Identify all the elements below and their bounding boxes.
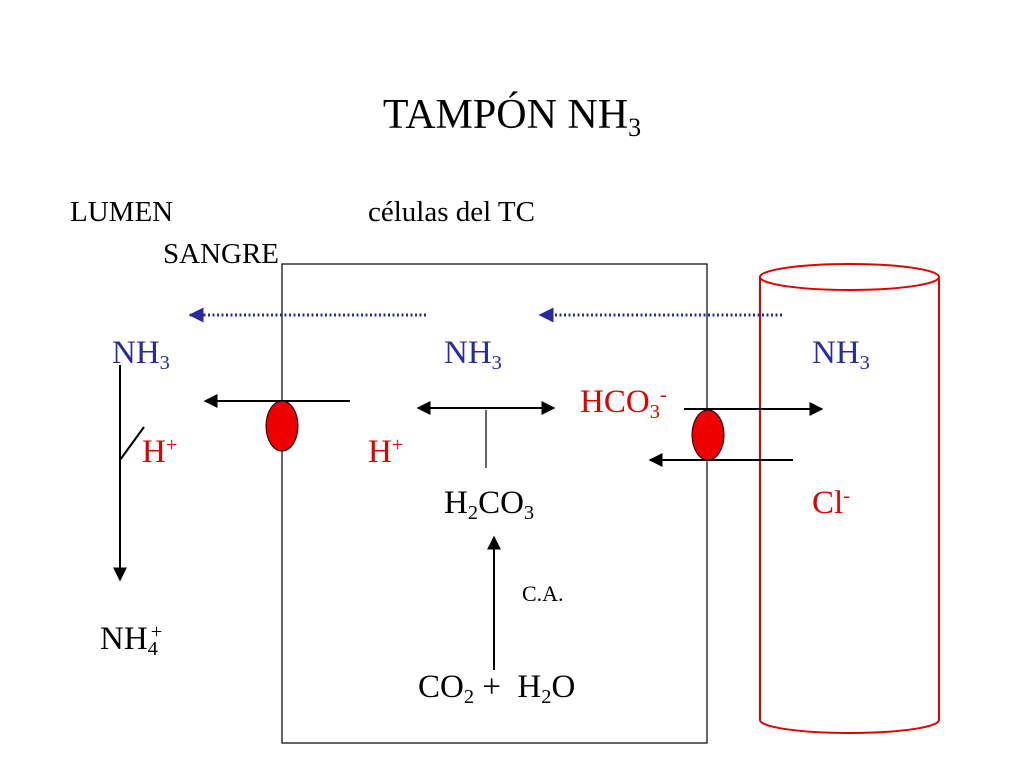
h-plus-join-line (119, 426, 145, 461)
hco3-label: HCO3- (580, 383, 667, 424)
h-plus-cell-label: H+ (368, 433, 404, 470)
co2-h2o-label: CO2 + H2O (418, 669, 576, 709)
h2co3-label: H2CO3 (444, 485, 535, 525)
nh4-label: NH4+ (100, 620, 163, 661)
column-label-cells: células del TC (368, 196, 535, 228)
column-label-blood: SANGRE (163, 238, 280, 270)
cl-label: Cl- (812, 484, 850, 521)
tubular-cell-box (281, 263, 708, 744)
nh3-blood-label: NH3 (812, 335, 870, 375)
blood-vessel (759, 263, 940, 734)
h-plus-transporter (265, 400, 299, 452)
column-label-lumen: LUMEN (70, 196, 174, 228)
carbonic-anhydrase-label: C.A. (522, 581, 564, 606)
hco3-cl-exchanger (691, 409, 725, 461)
nh3-cell-label: NH3 (444, 335, 502, 375)
h-plus-lumen-label: H+ (142, 433, 178, 470)
nh3-lumen-label: NH3 (112, 335, 170, 375)
diagram-title: TAMPÓN NH3 (382, 92, 642, 142)
